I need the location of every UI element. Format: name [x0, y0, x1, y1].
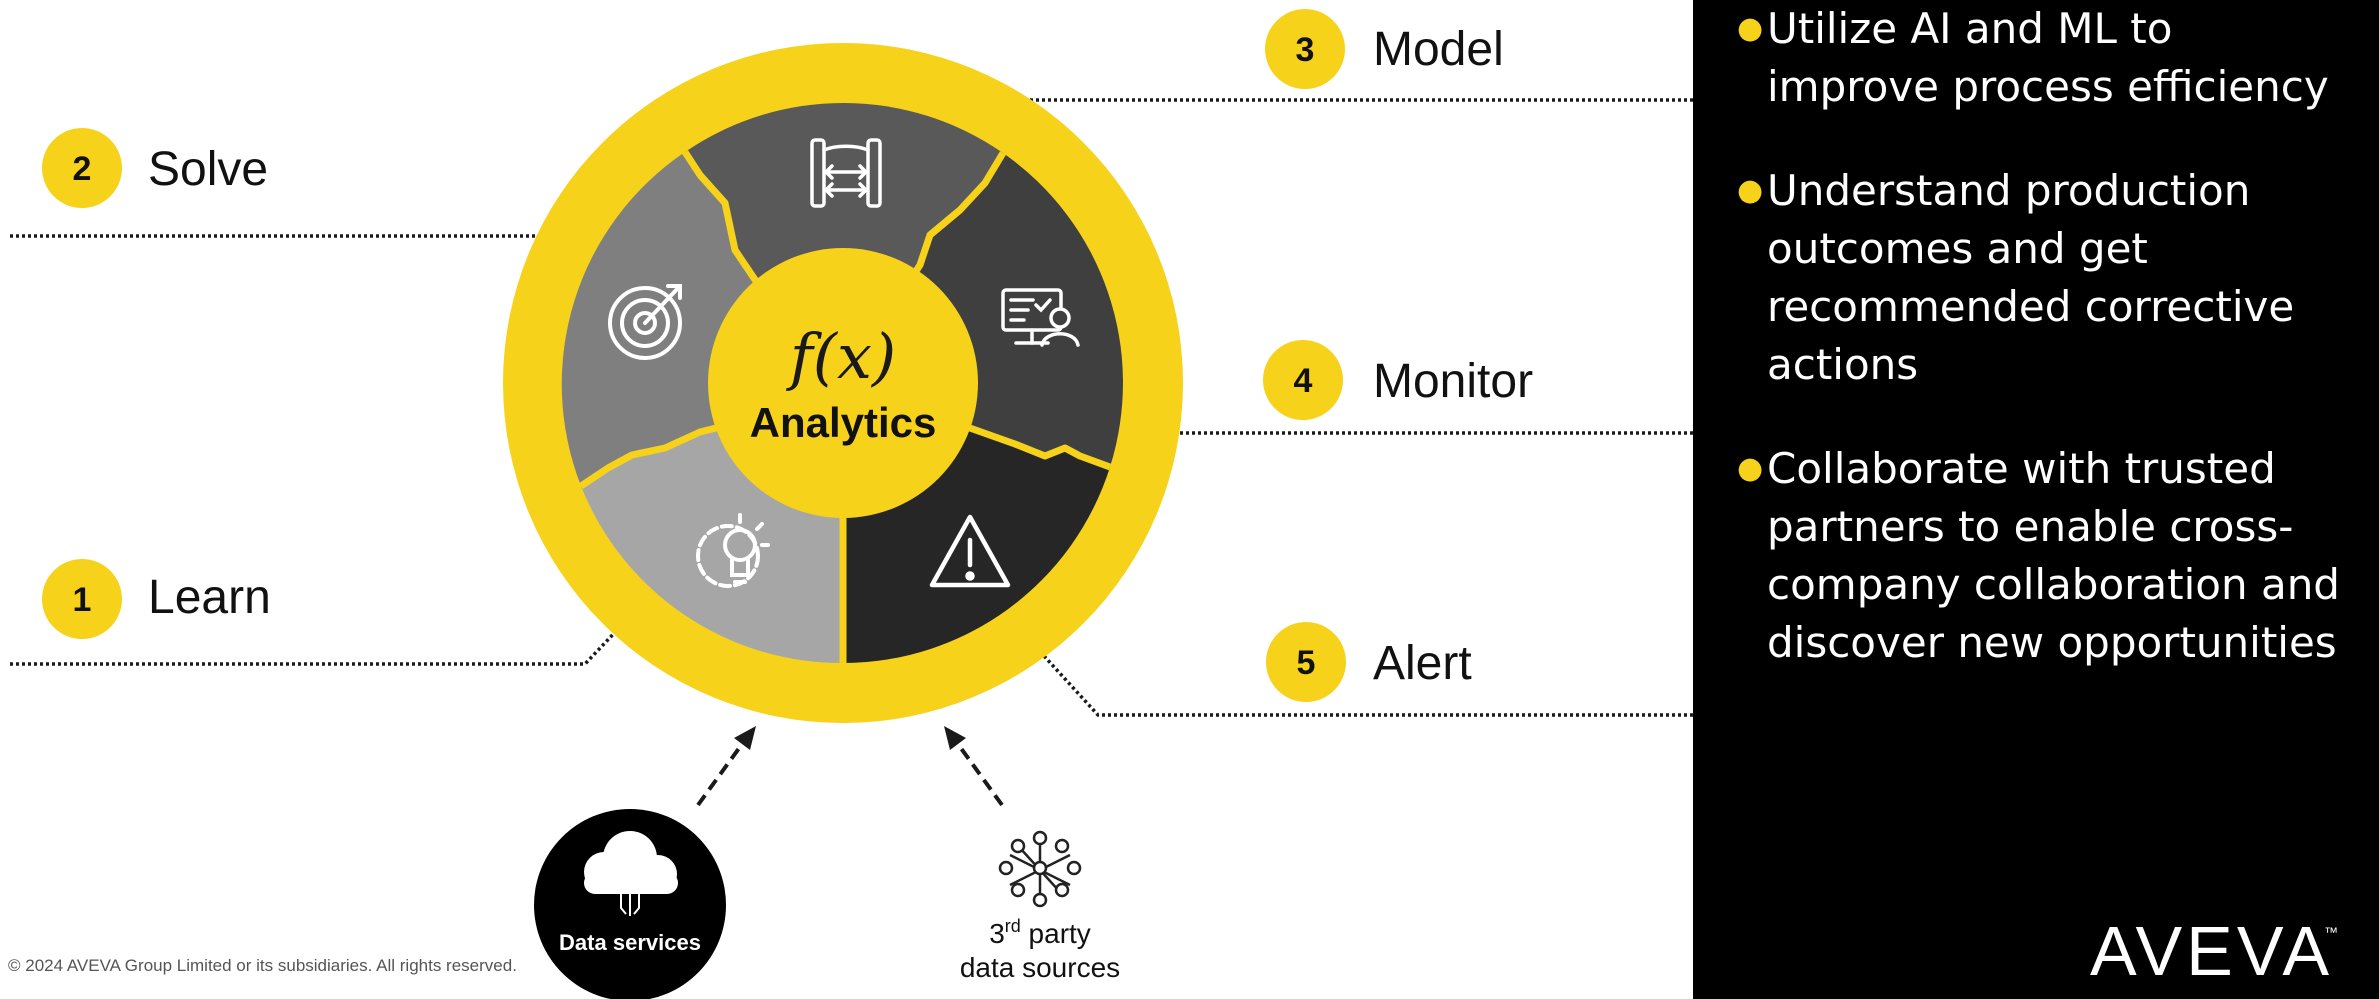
analytics-label: Analytics: [750, 399, 937, 446]
step-monitor: 4 Monitor: [1263, 340, 1533, 420]
third-party-arrowhead: [944, 726, 966, 750]
step-label: Learn: [148, 571, 271, 624]
input-arrows: [696, 738, 1004, 807]
benefit-text: Collaborate with trusted partners to ena…: [1767, 444, 2340, 667]
step-number: 4: [1294, 362, 1313, 400]
monitor-user-icon: [1001, 288, 1080, 347]
aveva-trademark: ™: [2324, 924, 2338, 940]
target-icon: [608, 284, 682, 360]
leader-line-model: [958, 98, 1693, 126]
step-model: 3 Model: [1265, 9, 1504, 89]
benefit-text: Understand production outcomes and get r…: [1767, 166, 2295, 389]
model-exchange-icon: [810, 138, 882, 208]
step-number-badge: [1265, 9, 1345, 89]
leader-line-alert: [1000, 608, 1693, 717]
network-icon: [998, 830, 1082, 908]
benefits-panel: [1693, 0, 2379, 999]
step-alert: 5 Alert: [1266, 622, 1472, 702]
step-number-badge: [1266, 622, 1346, 702]
aveva-logo-text: AVEVA: [2090, 915, 2333, 985]
data-services-arrow: [696, 738, 747, 807]
segment-model: [685, 102, 1003, 383]
bullet-dot: ●: [1737, 11, 1764, 46]
bullet-dot: ●: [1737, 173, 1764, 208]
step-number: 3: [1296, 31, 1315, 69]
step-number-badge: [42, 559, 122, 639]
step-number-badge: [42, 128, 122, 208]
analytics-hub: [708, 248, 978, 518]
data-services-label: Data services: [559, 930, 701, 955]
circuit-lines-icon: [620, 894, 640, 916]
step-label: Model: [1373, 23, 1504, 76]
step-learn: 1 Learn: [42, 559, 271, 639]
third-party-label-line1: 3rd party: [989, 916, 1091, 949]
leader-line-solve: [10, 234, 580, 294]
step-number-badge: [1263, 340, 1343, 420]
lightbulb-gear-icon: [696, 513, 770, 588]
bullet-dot: ●: [1737, 451, 1764, 486]
benefit-item: ●Collaborate with trusted partners to en…: [1737, 440, 2357, 672]
step-label: Alert: [1373, 637, 1472, 690]
benefit-text: Utilize AI and ML to improve process eff…: [1767, 4, 2329, 111]
step-number: 1: [73, 581, 92, 619]
warning-icon: [929, 514, 1011, 588]
step-label: Solve: [148, 143, 268, 196]
cloud-icon: [584, 831, 678, 894]
step-solve: 2 Solve: [42, 128, 268, 208]
third-party-label-line2: data sources: [960, 952, 1120, 983]
step-number: 5: [1297, 644, 1316, 682]
copyright-notice: © 2024 AVEVA Group Limited or its subsid…: [8, 956, 517, 975]
analytics-formula: f(x): [786, 320, 896, 393]
data-services-arrowhead: [734, 726, 756, 750]
benefit-item: ●Understand production outcomes and get …: [1737, 162, 2357, 394]
benefit-item: ●Utilize AI and ML to improve process ef…: [1737, 0, 2357, 116]
step-label: Monitor: [1373, 355, 1533, 408]
third-party-arrow: [953, 738, 1004, 807]
aveva-logo: AVEVA ™: [2090, 915, 2338, 985]
step-number: 2: [73, 150, 92, 188]
